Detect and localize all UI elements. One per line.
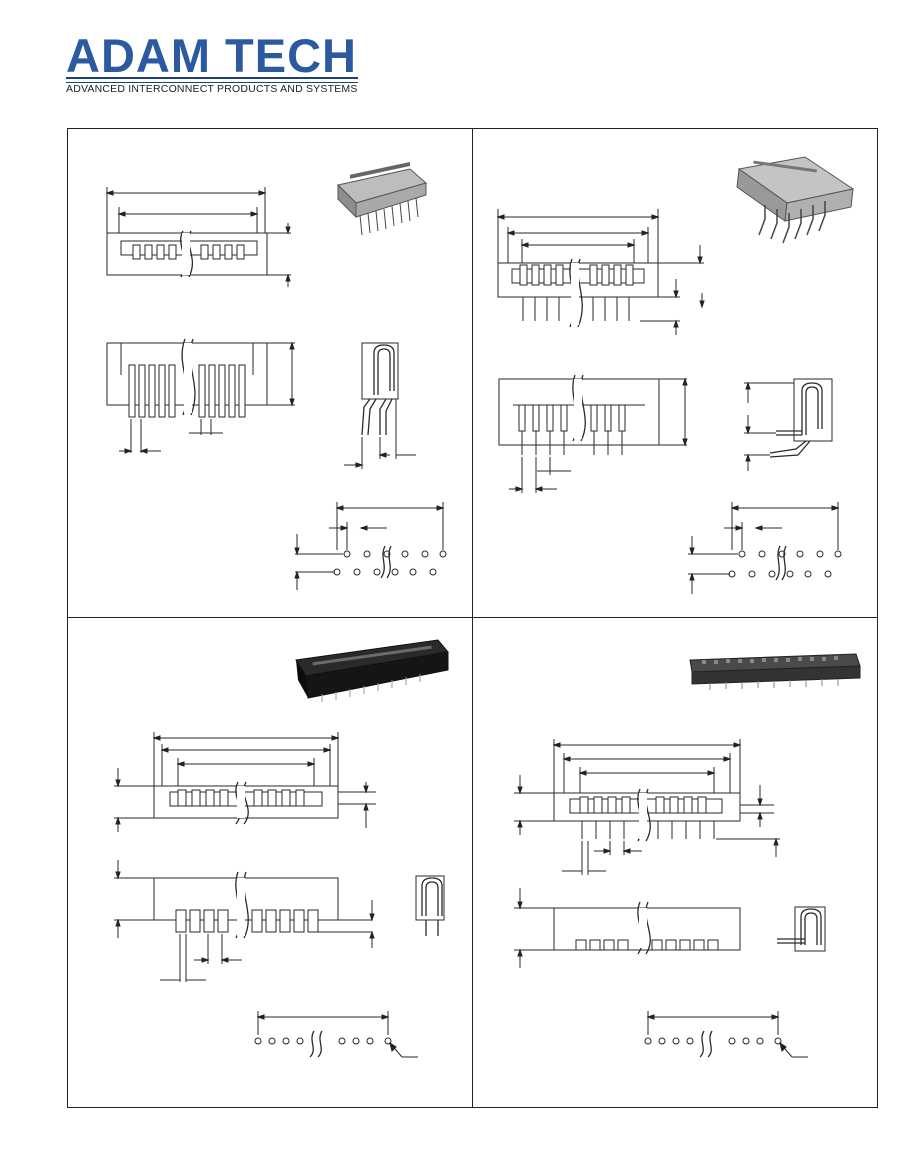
profile-view-drawing xyxy=(775,905,835,955)
side-view-drawing xyxy=(510,882,785,972)
frame-divider-horizontal xyxy=(67,617,878,618)
front-view-drawing xyxy=(510,735,785,875)
frame-divider-vertical xyxy=(472,128,473,1108)
pin-row xyxy=(133,245,244,259)
company-tagline: ADVANCED INTERCONNECT PRODUCTS AND SYSTE… xyxy=(66,83,358,95)
pcb-layout-drawing xyxy=(250,1005,425,1070)
company-logo: ADAM TECH xyxy=(66,30,362,96)
side-view-drawing xyxy=(110,858,380,988)
logo-stripe xyxy=(66,77,358,79)
side-view-drawing xyxy=(95,335,310,460)
pcb-layout-drawing xyxy=(640,1005,815,1070)
front-view-drawing xyxy=(110,728,380,833)
connector-photo xyxy=(292,640,452,705)
connector-photo xyxy=(330,161,430,240)
side-view-drawing xyxy=(495,375,695,500)
front-view-drawing xyxy=(95,185,310,295)
profile-view-drawing xyxy=(740,375,840,475)
connector-photo xyxy=(735,155,860,245)
connector-photo xyxy=(686,650,866,690)
pcb-layout-drawing xyxy=(285,498,455,593)
logo-text: ADAM TECH xyxy=(66,29,357,82)
front-view-drawing xyxy=(490,205,715,340)
logo-stripe xyxy=(66,82,358,83)
profile-view-drawing xyxy=(410,872,450,942)
profile-view-drawing xyxy=(340,335,425,475)
pcb-layout-drawing xyxy=(680,498,850,598)
